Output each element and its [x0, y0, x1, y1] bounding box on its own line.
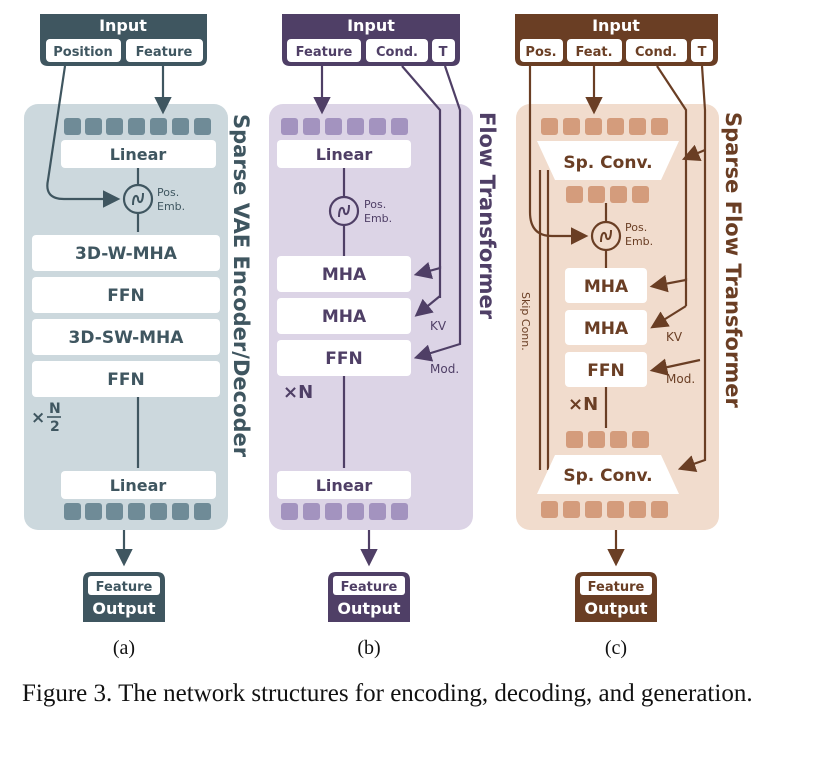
panel-b-pos-emb-label: Pos.Emb.	[364, 198, 392, 225]
figure-caption: Figure 3. The network structures for enc…	[22, 680, 753, 707]
panel-c-spconv-top-label: Sp. Conv.	[563, 153, 652, 173]
panel-a-block-label: FFN	[107, 286, 144, 306]
panel-b-side-title: Flow Transformer	[475, 112, 499, 320]
panel-c-skip-label: Skip Conn.	[519, 292, 532, 351]
panel-b-linear-top	[277, 140, 411, 168]
panel-b-block-label: MHA	[322, 307, 367, 327]
panel-c-input-field: T	[698, 45, 707, 60]
panel-c-block-label: MHA	[584, 277, 629, 297]
panel-b-kv-label: KV	[430, 319, 447, 333]
panel-b-block-ffn	[277, 340, 411, 376]
panel-b-output-title: Output	[337, 599, 400, 618]
panel-c-spconv-bottom-label: Sp. Conv.	[563, 466, 652, 486]
panel-b-mod-label: Mod.	[430, 362, 459, 376]
panel-c-token-row-mid	[566, 186, 649, 203]
panel-c-token-row-bottom	[541, 501, 668, 518]
panel-c-side-title: Sparse Flow Transformer	[721, 112, 745, 408]
panel-b-repeat-label: ×N	[283, 382, 313, 403]
panel-b-input: Input Feature Cond. T	[282, 14, 460, 66]
panel-a-pos-emb-label: Pos.Emb.	[157, 186, 185, 213]
panel-b-sublabel: (b)	[357, 637, 380, 659]
panel-c-pos-emb-label: Pos.Emb.	[625, 221, 653, 248]
panel-a-input-title: Input	[99, 16, 147, 35]
panel-c: Input Pos. Feat. Cond. T Sparse Flow Tra…	[515, 14, 745, 659]
panel-b-linear-bottom	[277, 471, 411, 499]
panel-c-token-row-mid2	[566, 431, 649, 448]
panel-a: Input Position Feature Sparse VAE Encode…	[24, 14, 253, 659]
panel-a-block-swmha	[32, 319, 220, 355]
panel-c-input: Input Pos. Feat. Cond. T	[515, 14, 718, 66]
panel-c-block-mha	[565, 268, 647, 303]
svg-text:2: 2	[50, 419, 60, 435]
panel-a-block-ffn	[32, 277, 220, 313]
panel-b-block-label: MHA	[322, 265, 367, 285]
panel-a-sublabel: (a)	[113, 637, 135, 659]
panel-b-output: Feature Output	[328, 572, 410, 622]
panel-c-block-mha2	[565, 310, 647, 345]
panel-b-input-title: Input	[347, 16, 395, 35]
panel-a-input-field: Position	[53, 45, 113, 60]
panel-a-linear-bottom	[61, 471, 216, 499]
panel-c-block-label: FFN	[587, 361, 624, 381]
network-diagram: Input Position Feature Sparse VAE Encode…	[24, 14, 745, 659]
panel-a-token-row-top	[64, 118, 211, 135]
panel-c-spconv-bottom	[537, 455, 679, 494]
panel-a-output-title: Output	[92, 599, 155, 618]
panel-a-block-ffn2	[32, 361, 220, 397]
panel-b-token-row-bottom	[281, 503, 408, 520]
panel-b-linear-bottom-label: Linear	[316, 476, 373, 495]
panel-c-block-ffn	[565, 352, 647, 387]
panel-a-block-mha	[32, 235, 220, 271]
panel-b-linear-top-label: Linear	[316, 145, 373, 164]
panel-a-output: Feature Output	[83, 572, 165, 622]
panel-a-linear-top-label: Linear	[110, 145, 167, 164]
panel-a-linear-bottom-label: Linear	[110, 476, 167, 495]
panel-c-repeat-label: ×N	[568, 394, 598, 415]
panel-c-block-label: MHA	[584, 319, 629, 339]
panel-a-block-label: FFN	[107, 370, 144, 390]
panel-b-input-field: T	[439, 45, 448, 60]
panel-c-sublabel: (c)	[605, 637, 627, 659]
panel-c-mod-label: Mod.	[666, 372, 695, 386]
panel-c-token-row-top	[541, 118, 668, 135]
panel-c-input-field: Cond.	[635, 45, 677, 60]
panel-a-side-title: Sparse VAE Encoder/Decoder	[229, 114, 253, 458]
panel-c-input-field: Feat.	[575, 45, 612, 60]
panel-b-block-mha2	[277, 298, 411, 334]
panel-c-kv-label: KV	[666, 330, 683, 344]
panel-c-input-field: Pos.	[525, 45, 556, 60]
panel-b-output-field: Feature	[341, 580, 398, 595]
panel-b-token-row-top	[281, 118, 408, 135]
panel-c-output-field: Feature	[588, 580, 645, 595]
panel-c-input-title: Input	[592, 16, 640, 35]
panel-c-output-title: Output	[584, 599, 647, 618]
panel-a-linear-top	[61, 140, 216, 168]
panel-b-block-label: FFN	[325, 349, 362, 369]
panel-a-background	[24, 104, 228, 530]
panel-b-block-mha	[277, 256, 411, 292]
panel-a-block-label: 3D-W-MHA	[75, 244, 178, 264]
panel-a-token-row-bottom	[64, 503, 211, 520]
panel-a-input: Input Position Feature	[40, 14, 207, 66]
panel-c-spconv-top	[537, 141, 679, 180]
panel-c-output: Feature Output	[575, 572, 657, 622]
svg-text:×: ×	[31, 408, 45, 428]
panel-a-output-field: Feature	[96, 580, 153, 595]
panel-b: Input Feature Cond. T Flow Transformer L…	[269, 14, 499, 659]
panel-a-block-label: 3D-SW-MHA	[69, 328, 185, 348]
panel-b-input-field: Cond.	[376, 45, 418, 60]
svg-text:N: N	[49, 401, 61, 417]
panel-b-input-field: Feature	[296, 45, 353, 60]
panel-a-input-field: Feature	[136, 45, 193, 60]
panel-a-repeat-label: × N 2	[31, 401, 61, 435]
